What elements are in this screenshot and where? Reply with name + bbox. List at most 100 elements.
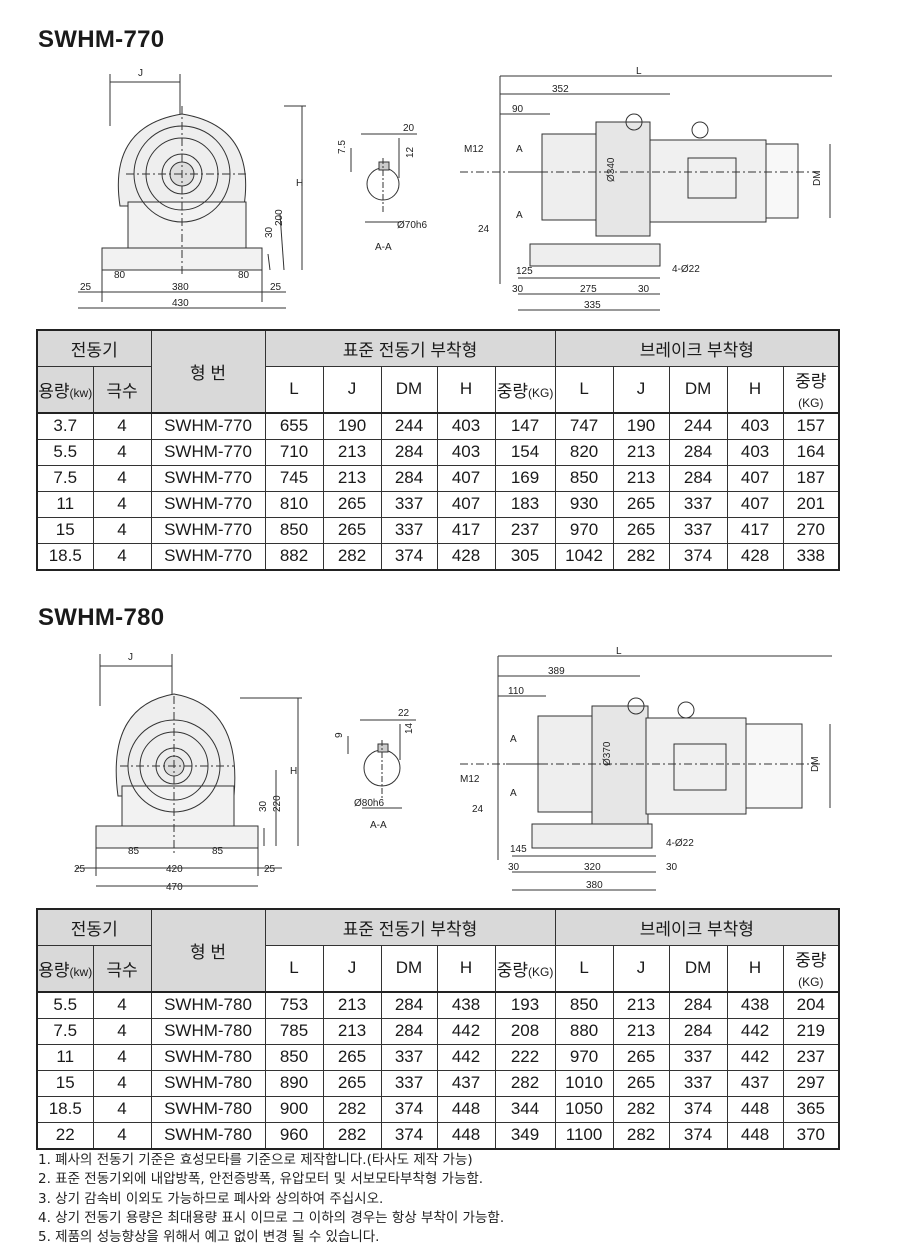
table-cell: 282 [322,542,382,570]
table-cell: 655 [264,411,324,440]
table-cell: 201 [782,490,840,518]
table-cell: 810 [264,490,324,518]
table-cell: 270 [782,516,840,544]
label-holes: 4-Ø22 [666,838,694,849]
table-cell: 4 [92,411,152,440]
table-cell: 428 [436,542,496,570]
table-cell: 407 [726,490,784,518]
dim-h: H [296,178,303,189]
table-cell: 7.5 [36,464,94,492]
front-view-drawing: J H 200 30 80 80 25 380 25 430 [78,68,306,309]
table-cell: 4 [92,1017,152,1045]
table-cell: 190 [322,411,382,440]
dim-l: L [636,66,642,77]
table-cell: 448 [726,1095,784,1123]
dim-90: 90 [512,104,524,115]
table-cell: 213 [612,438,670,466]
table-cell: 745 [264,464,324,492]
table-cell: 1010 [554,1069,614,1097]
dim-380: 380 [172,282,189,293]
table-cell: 442 [726,1017,784,1045]
header-brake: 브레이크 부착형 [554,329,840,367]
table-cell: 15 [36,516,94,544]
table-cell: 437 [726,1069,784,1097]
table-cell: 4 [92,438,152,466]
table-cell: SWHM-780 [150,1017,266,1045]
table-cell: 213 [322,438,382,466]
table-cell: 282 [322,1095,382,1123]
header-col: 중량(KG) [782,944,840,992]
table-cell: 403 [726,411,784,440]
table-cell: 164 [782,438,840,466]
label-m12: M12 [460,774,480,785]
dim-30a: 30 [508,862,520,873]
label-m12: M12 [464,144,484,155]
table-cell: 4 [92,516,152,544]
table-cell: 4 [92,1095,152,1123]
table-cell: 403 [726,438,784,466]
table-cell: 438 [726,990,784,1019]
note-item: 2. 표준 전동기외에 내압방폭, 안전증방폭, 유압모터 및 서보모타부착형 … [38,1171,484,1188]
table-cell: 970 [554,516,614,544]
section-label-aa: A-A [375,242,392,253]
table-cell: 337 [380,516,438,544]
dim-110: 110 [508,686,524,697]
table-cell: SWHM-770 [150,464,266,492]
table-cell: 5.5 [36,438,94,466]
table-cell: 284 [668,438,728,466]
table-cell: 374 [380,542,438,570]
section-mark-a1: A [516,144,523,155]
table-cell: 265 [322,1069,382,1097]
header-model: 형 번 [150,908,266,992]
side-view-drawing: L 352 90 M12 A A Ø340 DM 24 125 30 275 3… [460,66,832,311]
dim-470: 470 [166,882,183,893]
table-cell: 4 [92,1121,152,1149]
header-standard: 표준 전동기 부착형 [264,329,556,367]
dim-l: L [616,646,622,657]
header-col: H [436,944,496,992]
table-cell: 282 [612,1095,670,1123]
section-mark-a2: A [510,788,517,799]
dim-shaft-dia: Ø70h6 [397,220,427,231]
dim-430: 430 [172,298,189,309]
table-cell: 900 [264,1095,324,1123]
table-cell: SWHM-780 [150,1069,266,1097]
dim-dm: DM [812,170,823,186]
dim-80a: 80 [114,270,126,281]
notes-list: 1. 폐사의 전동기 기준은 효성모타를 기준으로 제작합니다.(타사도 제작 … [38,1151,504,1247]
dim-30: 30 [258,800,269,812]
table-cell: 4 [92,490,152,518]
table-cell: 183 [494,490,556,518]
header-col: DM [380,944,438,992]
note-item: 4. 상기 전동기 용량은 최대용량 표시 이므로 그 이하의 경우는 항상 부… [38,1209,505,1226]
table-cell: 204 [782,990,840,1019]
side-view-drawing: L 389 110 M12 A A Ø370 DM 24 145 30 320 … [460,646,832,891]
table-cell: 213 [612,464,670,492]
table-cell: 284 [668,464,728,492]
table-cell: 265 [612,1043,670,1071]
note-item: 1. 폐사의 전동기 기준은 효성모타를 기준으로 제작합니다.(타사도 제작 … [38,1152,473,1168]
table-cell: 337 [380,1069,438,1097]
table-cell: 442 [726,1043,784,1071]
dim-420: 420 [166,864,183,875]
table-cell: 428 [726,542,784,570]
table-cell: 4 [92,1069,152,1097]
table-cell: 1042 [554,542,614,570]
table-cell: 297 [782,1069,840,1097]
dim-335: 335 [584,300,601,311]
table-cell: 187 [782,464,840,492]
section-title: SWHM-770 [38,26,165,53]
table-cell: 710 [264,438,324,466]
table-cell: 374 [668,1095,728,1123]
table-cell: 265 [612,1069,670,1097]
table-cell: 213 [612,1017,670,1045]
table-cell: 282 [612,542,670,570]
table-cell: 785 [264,1017,324,1045]
table-cell: 237 [782,1043,840,1071]
dim-25b: 25 [264,864,276,875]
